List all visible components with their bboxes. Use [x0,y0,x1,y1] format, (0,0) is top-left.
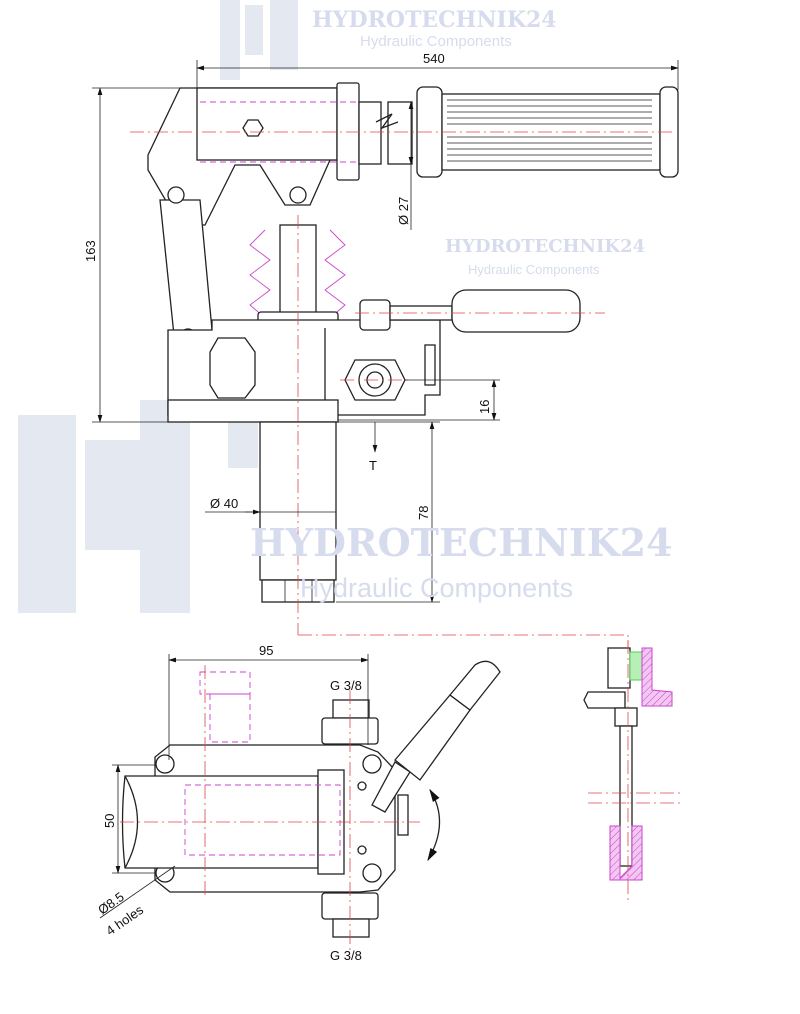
dim-reservoir-diameter: Ø 40 [210,496,238,511]
port-bottom-label: G 3/8 [330,948,362,963]
watermark-tagline-mid: Hydraulic Components [468,262,600,277]
watermark-brand-mid: HYDROTECHNIK24 [445,236,645,257]
watermark-logo-top [220,0,298,80]
dim-port-height: 16 [477,400,492,414]
watermark-tagline-large: Hydraulic Components [300,573,573,603]
pump-side-view [130,82,679,650]
pump-plan-view [120,660,501,950]
watermark-brand-top: HYDROTECHNIK24 [312,7,557,33]
dim-base-width: 50 [102,814,117,828]
watermark-tagline-top: Hydraulic Components [360,33,512,50]
dim-base-length: 95 [259,643,273,658]
tank-port-label: T [369,458,377,473]
dim-reservoir-length: 78 [416,506,431,520]
dim-overall-length: 540 [423,51,445,66]
port-top-label: G 3/8 [330,678,362,693]
suction-tube-section [583,640,680,900]
watermark-brand-large: HYDROTECHNIK24 [250,520,672,565]
dim-handle-diameter: Ø 27 [396,197,411,225]
dim-height: 163 [83,240,98,262]
